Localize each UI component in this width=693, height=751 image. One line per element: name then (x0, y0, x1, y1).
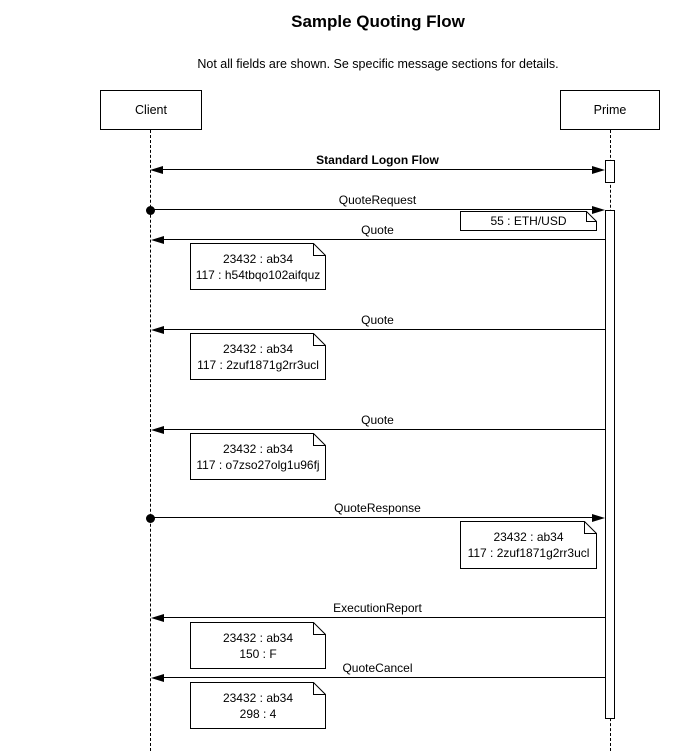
message-origin-dot-icon (145, 513, 155, 523)
message-label-quote-request: QuoteRequest (338, 193, 417, 207)
note-line: 23432 : ab34 (222, 630, 294, 645)
note-line: 117 : 2zuf1871g2rr3ucl (197, 357, 319, 372)
arrowhead-left-icon (151, 235, 164, 244)
note-line: 23432 : ab34 (222, 441, 294, 456)
note-line: 23432 : ab34 (493, 530, 564, 544)
note-shape (190, 622, 326, 669)
arrowhead-left-icon (150, 165, 163, 174)
lifeline-client (149, 130, 151, 751)
arrowhead-right-icon (592, 205, 605, 214)
note-shape (460, 211, 597, 231)
message-label-quote-response: QuoteResponse (334, 501, 421, 515)
note-quote-3: 23432 : ab34 117 : o7zso27olg1u96fj (190, 433, 326, 480)
note-shape (190, 682, 326, 729)
activation-bar-logon (605, 160, 615, 183)
actor-client: Client (100, 90, 202, 130)
actor-client-label: Client (135, 103, 167, 117)
note-quote-response: 23432 : ab34 117 : 2zuf1871g2rr3ucl (460, 521, 597, 569)
arrowhead-left-icon (151, 673, 164, 682)
message-line-standard-logon-flow (162, 169, 593, 171)
note-quote-cancel: 23432 : ab34 298 : 4 (190, 682, 326, 729)
message-line-quote-cancel (163, 677, 605, 679)
note-shape (460, 521, 597, 569)
message-label-execution-report: ExecutionReport (333, 601, 422, 615)
message-line-execution-report (163, 617, 605, 619)
actor-prime-label: Prime (593, 103, 627, 117)
note-line: 23432 : ab34 (222, 251, 294, 266)
message-origin-dot-icon (145, 205, 155, 215)
note-shape (190, 433, 326, 480)
message-label-quote-1: Quote (361, 223, 394, 237)
message-line-quote-response (150, 517, 593, 519)
diagram-subtitle: Not all fields are shown. Se specific me… (197, 57, 559, 71)
message-label-quote-3: Quote (361, 413, 394, 427)
note-line: 117 : o7zso27olg1u96fj (196, 457, 320, 472)
message-label-standard-logon-flow: Standard Logon Flow (316, 153, 439, 167)
arrowhead-right-icon (592, 165, 605, 174)
note-line: 117 : h54tbqo102aifquz (195, 267, 321, 282)
message-line-quote-2 (163, 329, 605, 331)
note-line: 55 : ETH/USD (490, 214, 567, 228)
arrowhead-left-icon (151, 613, 164, 622)
note-quote-1: 23432 : ab34 117 : h54tbqo102aifquz (190, 243, 326, 290)
note-shape (190, 333, 326, 380)
note-line: 298 : 4 (239, 706, 277, 721)
note-line: 117 : 2zuf1871g2rr3ucl (467, 546, 590, 560)
note-shape (190, 243, 326, 290)
note-line: 23432 : ab34 (222, 341, 294, 356)
arrowhead-left-icon (151, 325, 164, 334)
note-line: 150 : F (239, 646, 277, 661)
message-line-quote-3 (163, 429, 605, 431)
note-quote-2: 23432 : ab34 117 : 2zuf1871g2rr3ucl (190, 333, 326, 380)
arrowhead-right-icon (592, 513, 605, 522)
activation-bar-quoting (605, 210, 615, 719)
message-label-quote-2: Quote (361, 313, 394, 327)
message-line-quote-1 (163, 239, 605, 241)
note-line: 23432 : ab34 (222, 690, 294, 705)
note-quote-request: 55 : ETH/USD (460, 211, 597, 231)
actor-prime: Prime (560, 90, 660, 130)
diagram-title: Sample Quoting Flow (291, 12, 465, 31)
message-line-quote-request (150, 209, 593, 211)
note-execution-report: 23432 : ab34 150 : F (190, 622, 326, 669)
message-label-quote-cancel: QuoteCancel (342, 661, 413, 675)
arrowhead-left-icon (151, 425, 164, 434)
